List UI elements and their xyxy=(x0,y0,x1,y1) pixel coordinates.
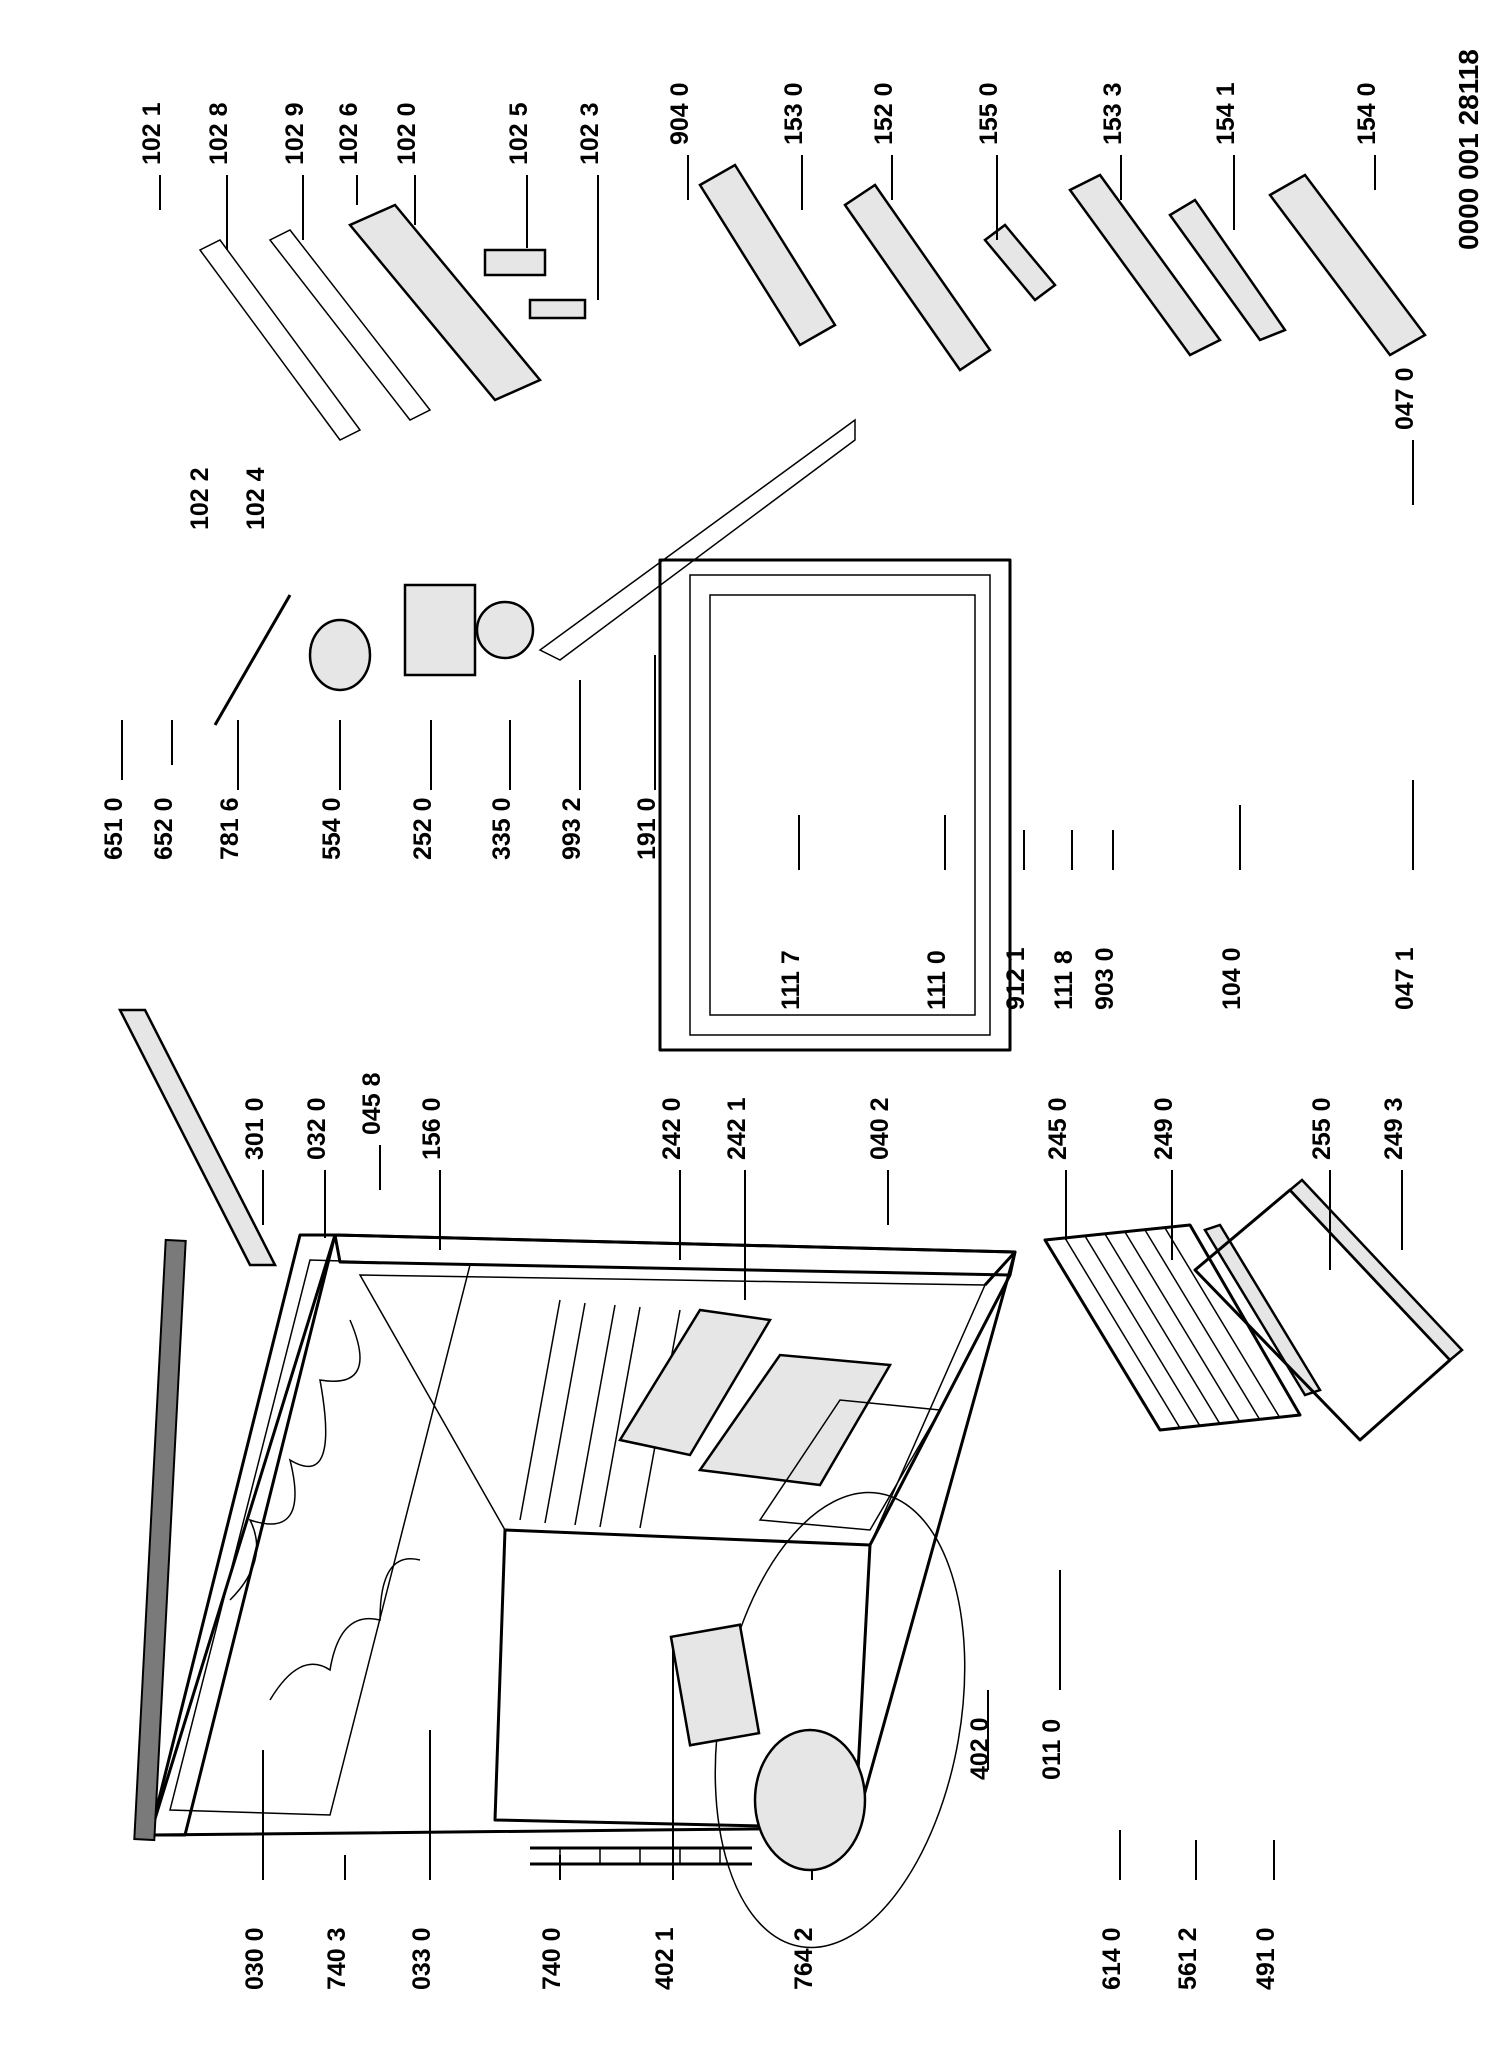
part-label-6520: 652 0 xyxy=(150,797,178,860)
part-label-9030: 903 0 xyxy=(1091,947,1119,1010)
part-label-1541: 154 1 xyxy=(1212,82,1240,145)
part-label-1029: 102 9 xyxy=(281,102,309,165)
control-panel xyxy=(117,1008,278,1267)
part-label-1530: 153 0 xyxy=(780,82,808,145)
lamp-cover xyxy=(308,618,372,692)
part-label-2550: 255 0 xyxy=(1308,1097,1336,1160)
part-label-1020: 102 0 xyxy=(393,102,421,165)
part-label-3010: 301 0 xyxy=(241,1097,269,1160)
part-label-1023: 102 3 xyxy=(576,102,604,165)
part-label-0320: 032 0 xyxy=(303,1097,331,1160)
part-label-0471: 047 1 xyxy=(1391,947,1419,1010)
part-label-1520: 152 0 xyxy=(870,82,898,145)
document-number: 0000 001 28118 xyxy=(1453,49,1484,250)
door-gasket xyxy=(538,418,856,661)
part-label-1022: 102 2 xyxy=(186,467,214,530)
part-label-2420: 242 0 xyxy=(658,1097,686,1160)
knob xyxy=(475,600,535,660)
part-label-1560: 156 0 xyxy=(418,1097,446,1160)
leader-lines xyxy=(121,155,1414,1880)
thermostat xyxy=(403,583,477,677)
part-label-2493: 249 3 xyxy=(1380,1097,1408,1160)
part-label-1028: 102 8 xyxy=(205,102,233,165)
part-label-6140: 614 0 xyxy=(1098,1927,1126,1990)
part-label-7816: 781 6 xyxy=(216,797,244,860)
part-label-0110: 011 0 xyxy=(1038,1719,1066,1780)
evaporator-door-set xyxy=(198,203,587,441)
part-label-1533: 153 3 xyxy=(1099,82,1127,145)
wire-shelf xyxy=(1043,1223,1322,1432)
part-label-1026: 102 6 xyxy=(335,102,363,165)
parts-drawing xyxy=(117,163,1464,1949)
part-label-7400: 740 0 xyxy=(538,1927,566,1990)
part-label-4021: 402 1 xyxy=(651,1927,679,1990)
part-label-1118: 111 8 xyxy=(1050,950,1078,1010)
part-label-6510: 651 0 xyxy=(100,797,128,860)
part-label-9121: 912 1 xyxy=(1002,947,1030,1010)
part-label-1040: 104 0 xyxy=(1218,947,1246,1010)
part-label-1910: 191 0 xyxy=(633,797,661,860)
part-label-0470: 047 0 xyxy=(1391,367,1419,430)
shaft xyxy=(213,594,292,726)
part-label-3350: 335 0 xyxy=(488,797,516,860)
part-label-1025: 102 5 xyxy=(505,102,533,165)
part-label-0300: 030 0 xyxy=(241,1927,269,1990)
part-label-4910: 491 0 xyxy=(1252,1927,1280,1990)
door xyxy=(658,558,1012,1052)
part-label-1550: 155 0 xyxy=(975,82,1003,145)
part-label-5540: 554 0 xyxy=(318,797,346,860)
part-label-1110: 111 0 xyxy=(923,950,951,1010)
part-label-0458: 045 8 xyxy=(358,1072,386,1135)
part-labels: 102 1 102 8 102 9 102 6 102 0 102 5 102 … xyxy=(100,82,1419,1990)
part-label-2450: 245 0 xyxy=(1044,1097,1072,1160)
part-label-1021: 102 1 xyxy=(138,102,166,165)
part-label-9932: 993 2 xyxy=(558,797,586,860)
part-label-9040: 904 0 xyxy=(666,82,694,145)
door-bins xyxy=(698,163,1427,372)
part-label-5612: 561 2 xyxy=(1174,1927,1202,1990)
part-label-1024: 102 4 xyxy=(242,467,270,530)
part-label-0402: 040 2 xyxy=(866,1097,894,1160)
part-label-1117: 111 7 xyxy=(777,950,805,1010)
glass-shelf xyxy=(1193,1178,1464,1442)
part-label-7403: 740 3 xyxy=(323,1927,351,1990)
part-label-1540: 154 0 xyxy=(1353,82,1381,145)
part-label-4020: 402 0 xyxy=(966,1717,994,1780)
part-label-0330: 033 0 xyxy=(408,1927,436,1990)
part-label-2421: 242 1 xyxy=(723,1097,751,1160)
cabinet-body xyxy=(133,1233,1017,1949)
part-label-2490: 249 0 xyxy=(1150,1097,1178,1160)
part-label-2520: 252 0 xyxy=(409,797,437,860)
part-label-7642: 764 2 xyxy=(790,1927,818,1990)
